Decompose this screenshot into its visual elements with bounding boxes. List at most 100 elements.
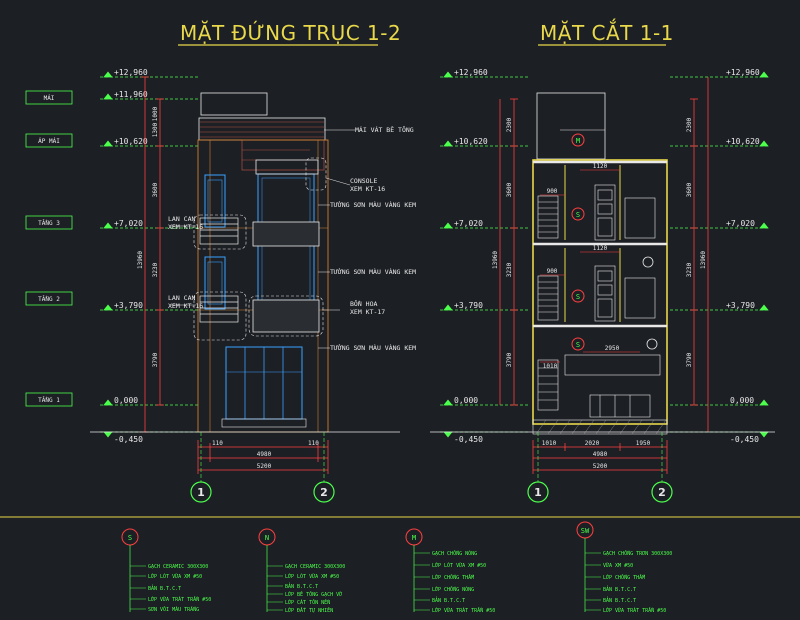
annot-console-ref: XEM KT-16 [350,185,385,193]
legend-item: LỚP ĐẤT TỰ NHIÊN [285,606,333,614]
floor-tag-tang-1: TẦNG 1 [38,397,60,404]
annot-railing-1-ref: XEM KT-16 [168,223,203,231]
level-label: +12,960 [726,68,760,77]
dim-label: 3600 [686,182,693,197]
dim-label: 1010 [542,440,557,447]
dim-label: 3790 [506,352,513,367]
annot-railing-1: LAN CAN [168,215,195,223]
dim-label: 2020 [585,440,600,447]
level-label: +12,960 [114,68,148,77]
level-label: -0,450 [114,435,143,444]
legend-item: BẢN B.T.C.T [603,585,636,593]
dim-label: 3230 [506,262,513,277]
legend-item: GẠCH CERAMIC 300X300 [148,564,208,570]
dim-label: 13960 [492,251,499,269]
legend-item: LỚP VỮA TRÁT TRẦN #50 [603,607,666,614]
legend-marker: M [412,534,416,542]
floor-tag-box [25,392,73,407]
legend-item: LỚP CHỐNG THẤM [432,574,474,581]
dim-label: 5200 [257,463,272,470]
elevation-title: MẶT ĐỨNG TRỤC 1-2 [180,21,401,45]
elevation-building [90,92,400,433]
legend-item: LỚP LÓT VỮA XM #50 [148,573,202,580]
dim-label: 3790 [152,352,159,367]
section-building [430,92,775,435]
legend-item: BẢN B.T.C.T [148,584,181,592]
elevation-horizontal-dims [197,440,329,474]
annot-planter-ref: XEM KT-17 [350,308,385,316]
dim-label: 3600 [152,182,159,197]
annot-console: CONSOLE [350,177,377,185]
section-internal-dims [540,169,640,363]
floor-tag-ap-mai: ÁP MÁI [38,138,60,145]
annot-wall-2: TƯỜNG SƠN MÀU VÀNG KEM [330,267,416,276]
section-markers [571,133,658,351]
level-label: +3,790 [454,301,483,310]
annot-planter: BỒN HOA [350,299,377,308]
legend-sw: SW GẠCH CHỐNG TRƠN 300X300 VỮA XM #50 LỚ… [576,521,672,614]
dim-label: 1010 [543,363,558,370]
section-title: MẶT CẮT 1-1 [540,19,674,45]
elevation-leaders [170,129,355,349]
legend-marker: SW [581,527,590,535]
floor-tag-mai: MÁI [44,95,55,102]
section-marker-label: M [576,137,580,145]
legend-item: LỚP LÓT VỮA XM #50 [432,562,486,569]
dim-label: 5200 [593,463,608,470]
dim-label: 900 [547,188,558,195]
section-marker-label: S [576,341,580,349]
legend-item: LỚP CHỐNG THẤM [603,574,645,581]
level-label: -0,450 [730,435,759,444]
elevation-axes [190,432,335,503]
legend-item: GẠCH CHỐNG TRƠN 300X300 [603,550,672,557]
floor-tag-tang-3: TẦNG 3 [38,220,60,227]
floor-tag-box [25,90,73,105]
legend-item: LỚP CÁT TÔN NỀN [285,598,330,606]
level-label: +7,020 [454,219,483,228]
dim-label: 13960 [137,251,144,269]
annot-wall-3: TƯỜNG SƠN MÀU VÀNG KEM [330,343,416,352]
legend-marker: S [128,534,132,542]
level-label: +7,020 [114,219,143,228]
annot-railing-2: LAN CAN [168,294,195,302]
section-marker-label: S [576,211,580,219]
legend-item: SƠN VÔI MÀU TRẮNG [148,606,199,613]
level-label: +10,620 [114,137,148,146]
dim-label: 900 [547,268,558,275]
dim-label: 1950 [636,440,651,447]
dim-label: 2950 [605,345,620,352]
legend-item: BẢN B.T.C.T [432,596,465,604]
dim-label: 1300 [152,122,159,137]
legend-m: M GẠCH CHỐNG NÓNG LỚP LÓT VỮA XM #50 LỚP… [405,528,495,614]
floor-tag-tang-2: TẦNG 2 [38,296,60,303]
level-label: 0,000 [454,396,478,405]
dim-label: 13960 [700,251,707,269]
axis-bubble-2: 2 [658,486,666,499]
level-label: +11,960 [114,90,148,99]
legend-item: LỚP LÓT VỮA XM #50 [285,573,339,580]
legend-item: LỚP CHỐNG NÓNG [432,586,474,593]
dim-label: 2300 [506,117,513,132]
level-label: +7,020 [726,219,755,228]
legend-item: BẢN B.T.C.T [603,596,636,604]
legend-item: LỚP VỮA TRÁT TRẦN #50 [148,596,211,603]
level-label: +10,620 [454,137,488,146]
dim-label: 110 [308,440,319,447]
dim-label: 2300 [686,117,693,132]
legend-n: N GẠCH CERAMIC 300X300 LỚP LÓT VỮA XM #5… [258,528,345,614]
floor-tags: MÁI ÁP MÁI TẦNG 3 TẦNG 2 TẦNG 1 [25,90,73,407]
dim-label: 3600 [506,182,513,197]
level-label: +3,790 [114,301,143,310]
dim-label: 3230 [152,262,159,277]
legend-item: LỚP VỮA TRÁT TRẦN #50 [432,607,495,614]
dim-label: 4980 [257,451,272,458]
level-label: 0,000 [114,396,138,405]
elevation-levels [100,71,200,438]
legend-marker: N [265,534,269,542]
level-label: +12,960 [454,68,488,77]
legend-item: GẠCH CERAMIC 300X300 [285,564,345,570]
floor-tag-box [25,291,73,306]
dim-label: 1120 [593,163,608,170]
level-label: -0,450 [454,435,483,444]
